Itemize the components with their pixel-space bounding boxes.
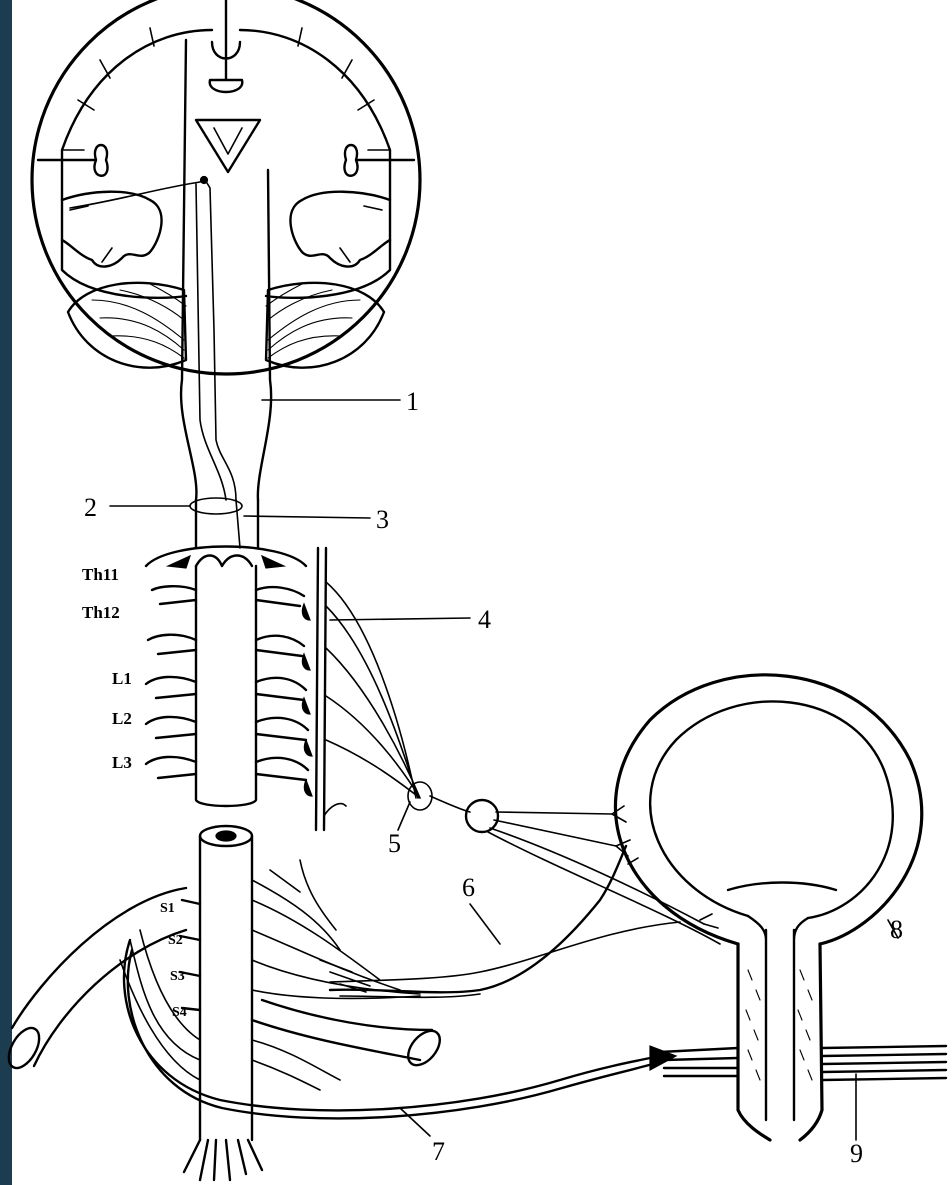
callout-9: 9 <box>850 1139 863 1168</box>
callout-1: 1 <box>406 387 419 416</box>
label-th12: Th12 <box>82 603 120 622</box>
urethra-outer <box>738 944 822 1140</box>
cap-decussation <box>196 556 252 567</box>
callout-5: 5 <box>388 829 401 858</box>
basal-right <box>290 192 390 267</box>
thoracolumbar-column <box>196 566 256 806</box>
sacral-column <box>200 836 252 1140</box>
urethra-inner <box>748 916 808 1120</box>
pudendal-nerve-inner <box>128 950 660 1118</box>
callout-numbers: 1 2 3 4 5 6 7 8 9 <box>84 387 903 1168</box>
sacral-center <box>216 831 236 841</box>
pelvic-nerve <box>330 846 626 992</box>
pelvic-floor-muscle <box>660 1046 946 1080</box>
iliac-vessel-end-left <box>3 1023 46 1073</box>
callout-7: 7 <box>432 1137 445 1166</box>
label-l3: L3 <box>112 753 132 772</box>
gyri-left <box>62 28 154 262</box>
leader-4 <box>330 618 470 620</box>
callout-4: 4 <box>478 605 491 634</box>
pelvic-nerve-fibers <box>330 922 680 997</box>
cord-upper <box>196 500 258 548</box>
left-roots-lower <box>156 600 196 778</box>
label-s3: S3 <box>170 969 185 984</box>
callout-3: 3 <box>376 505 389 534</box>
leader-5 <box>398 802 410 830</box>
label-th11: Th11 <box>82 565 119 584</box>
trigone <box>728 883 836 891</box>
longitudinal-fissure <box>210 0 243 92</box>
ganglion-hypogastric <box>466 800 498 832</box>
label-s2: S2 <box>168 933 183 948</box>
bladder-inner <box>650 701 893 918</box>
sympathetic-trunk <box>316 548 326 830</box>
right-roots-lower <box>256 600 306 780</box>
pathway-ring <box>190 498 242 514</box>
brain <box>32 0 420 500</box>
leader-3 <box>244 516 370 518</box>
leader-6 <box>470 904 500 944</box>
third-ventricle <box>196 120 260 172</box>
pudendal-arrowhead <box>650 1046 676 1070</box>
cord-tract <box>236 500 240 548</box>
callout-8: 8 <box>890 915 903 944</box>
leader-7 <box>400 1108 430 1136</box>
cauda-equina <box>184 1140 262 1180</box>
trunk-end <box>324 804 346 816</box>
label-s1: S1 <box>160 901 175 916</box>
cord-cap <box>146 547 306 567</box>
label-s4: S4 <box>172 1005 187 1020</box>
bladder <box>612 675 946 1140</box>
bladder-nerve-endings <box>612 806 718 928</box>
pontine-tract <box>70 178 236 500</box>
fan-to-ganglion <box>430 796 470 812</box>
pelvic-roots-right <box>252 880 420 998</box>
pudendal-nerve <box>124 940 660 1110</box>
callout-2: 2 <box>84 493 97 522</box>
sympathetic-to-bladder <box>488 812 720 944</box>
leader-lines <box>110 400 898 1140</box>
iliac-vessel-right <box>252 1000 432 1060</box>
cerebellum-folia-left <box>92 284 186 358</box>
segment-labels: Th11 Th12 L1 L2 L3 S1 S2 S3 S4 <box>82 565 187 1020</box>
label-l1: L1 <box>112 669 132 688</box>
sacral-roots-left <box>180 900 200 1010</box>
sphincter-hatch <box>746 970 812 1080</box>
sacral-plexus-right <box>252 1040 340 1090</box>
splanchnic-fan <box>326 582 420 798</box>
right-roots <box>256 587 308 770</box>
gyri-right <box>298 28 390 262</box>
pontine-center <box>201 177 208 184</box>
basal-left <box>62 192 162 267</box>
bladder-outer <box>615 675 921 944</box>
cerebellum-folia-right <box>266 284 360 358</box>
brainstem <box>181 40 271 500</box>
spinal-cord <box>3 498 720 1180</box>
callout-6: 6 <box>462 873 475 902</box>
label-l2: L2 <box>112 709 132 728</box>
iliac-vessel-end-right <box>402 1025 446 1071</box>
